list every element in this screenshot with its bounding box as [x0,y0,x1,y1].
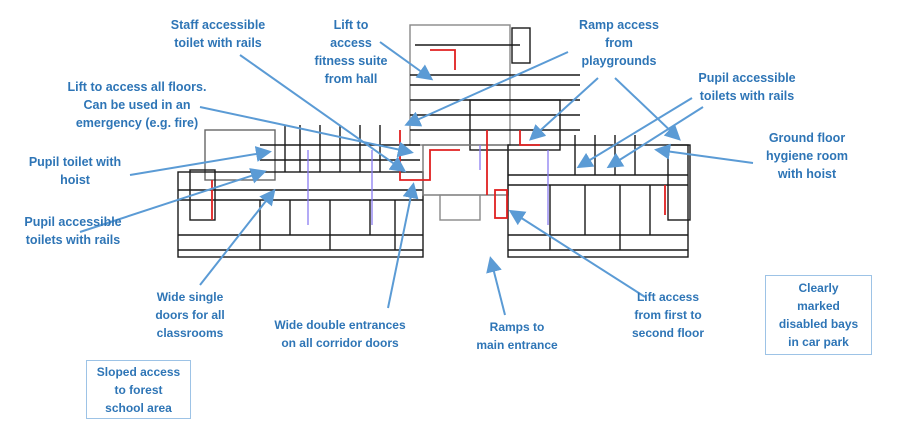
annotation-arrows [79,41,754,316]
box-line: Clearly [798,281,839,295]
arrow-staff-toilet [239,54,407,173]
label-line: hygiene room [766,149,848,163]
label-line: Ramps to [489,320,545,334]
arrow-ramps-main [486,256,506,316]
label-line: main entrance [476,338,558,352]
box-disabled-bays: Clearly marked disabled bays in car park [765,275,872,355]
box-line: marked [797,299,840,313]
label-line: Ground floor [768,131,846,145]
label-line: toilets with rails [25,233,121,247]
label-pupil-toilet-hoist: Pupil toilet with hoist [29,153,121,189]
label-pupil-toilets-right: Pupil accessible toilets with rails [698,69,795,105]
arrow-pupil-hoist [129,146,272,176]
label-line: from first to [634,308,702,322]
label-line: emergency (e.g. fire) [75,116,199,130]
label-line: Staff accessible [170,18,266,32]
arrow-ramp-2 [529,77,599,141]
arrow-lift-all-floors [199,106,414,158]
label-line: playgrounds [581,54,657,68]
label-line: Pupil accessible [698,71,796,85]
box-line: in car park [788,335,849,349]
arrow-lift-fitness [379,41,434,81]
label-line: fitness suite [314,54,388,68]
label-line: Ramp access [579,18,659,32]
box-line: disabled bays [778,317,859,331]
label-line: Pupil toilet with [28,155,122,169]
arrow-wide-double [387,182,419,309]
label-line: Wide single [156,290,224,304]
label-line: toilet with rails [174,36,262,50]
box-forest-school: Sloped access to forest school area [86,360,191,419]
label-ramps-main-entrance: Ramps to main entrance [476,318,557,354]
label-line: on all corridor doors [281,336,399,350]
box-line: school area [105,400,172,415]
arrow-ramp-1 [404,51,569,127]
label-line: from hall [324,72,378,86]
label-line: Lift to access all floors. [67,80,207,94]
label-line: Can be used in an [83,98,191,112]
label-line: Pupil accessible [24,215,122,229]
label-line: from [605,36,633,50]
label-line: Wide double entrances [274,318,406,332]
service-lines [307,145,549,225]
label-line: Lift to [333,18,369,32]
box-line: to forest [114,382,163,397]
label-pupil-toilets-left: Pupil accessible toilets with rails [24,213,121,249]
label-ramp-playgrounds: Ramp access from playgrounds [579,16,659,70]
arrow-ramp-3 [614,77,681,141]
label-lift-fitness: Lift to access fitness suite from hall [315,16,388,88]
label-line: second floor [631,326,705,340]
label-hygiene-room: Ground floor hygiene room with hoist [766,129,848,183]
label-line: toilets with rails [699,89,795,103]
label-lift-all-floors: Lift to access all floors. Can be used in… [68,78,207,132]
label-line: classrooms [156,326,224,340]
box-line: Sloped access [96,364,181,379]
label-wide-double-entrances: Wide double entrances on all corridor doo… [274,316,405,352]
label-line: hoist [60,173,90,187]
label-line: doors for all [155,308,225,322]
arrow-pupil-toilets-left [79,168,267,233]
label-line: access [330,36,372,50]
label-lift-first-second: Lift access from first to second floor [632,288,704,342]
label-line: with hoist [777,167,837,181]
label-wide-single-doors: Wide single doors for all classrooms [155,288,224,342]
arrow-pupil-toilets-right-1 [576,97,693,169]
label-staff-toilet: Staff accessible toilet with rails [171,16,266,52]
label-line: Lift access [636,290,700,304]
arrow-lift-first-second [508,209,646,298]
arrow-hygiene [654,143,754,164]
arrow-wide-single [199,188,276,286]
arrow-pupil-toilets-right-2 [606,106,704,169]
